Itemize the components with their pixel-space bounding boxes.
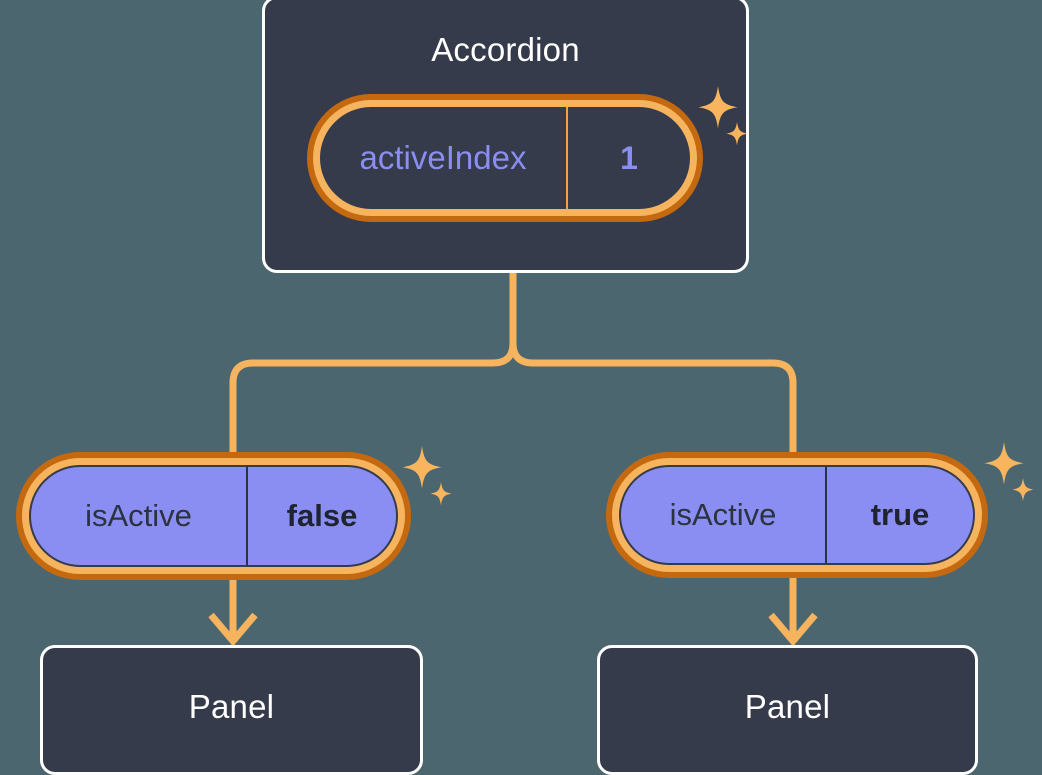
panel-right-title: Panel [744, 688, 831, 725]
state-key-label: isActive [621, 467, 827, 563]
state-value-label: false [286, 498, 358, 533]
accordion-title: Accordion [431, 31, 580, 68]
state-value-label: true [870, 497, 930, 532]
pill-body: isActive true [619, 465, 975, 565]
component-box-panel-right[interactable]: Panel [597, 645, 978, 775]
state-key-label: activeIndex [320, 107, 568, 209]
state-value-label: 1 [620, 139, 638, 176]
state-pill-active-index[interactable]: activeIndex 1 [307, 94, 703, 222]
pill-body: activeIndex 1 [320, 107, 690, 209]
arrow-down-icon-left [208, 578, 258, 647]
component-box-panel-left[interactable]: Panel [40, 645, 423, 775]
arrow-down-icon-right [768, 578, 818, 647]
state-pill-is-active-false[interactable]: isActive false [16, 452, 411, 580]
state-key-label: isActive [31, 467, 248, 565]
panel-left-title: Panel [188, 688, 275, 725]
state-pill-is-active-true[interactable]: isActive true [606, 452, 988, 578]
pill-body: isActive false [29, 465, 398, 567]
